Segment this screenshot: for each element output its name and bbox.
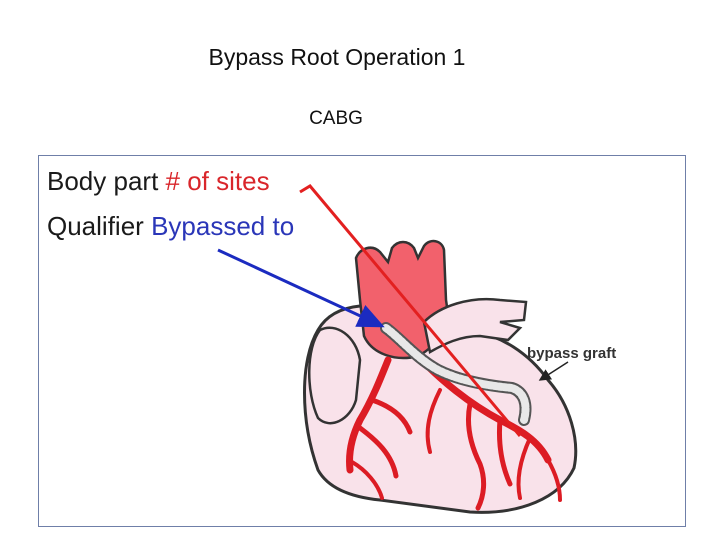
graft-label: bypass graft	[527, 345, 616, 362]
body-part-line: Body part # of sites	[47, 168, 270, 194]
right-atrium	[308, 326, 362, 425]
graft-pointer	[538, 361, 569, 381]
body-part-label: Body part	[47, 166, 159, 196]
qualifier-label: Qualifier	[47, 211, 144, 241]
bypassed-to-label: Bypassed to	[151, 211, 295, 241]
bypass-graft-inner	[382, 324, 530, 424]
red-line	[299, 184, 522, 437]
slide-subtitle: CABG	[309, 108, 363, 129]
qualifier-line: Qualifier Bypassed to	[47, 213, 294, 239]
pulmonary-artery	[422, 297, 528, 354]
blue-arrow	[217, 248, 385, 328]
slide-title: Bypass Root Operation 1	[208, 44, 466, 70]
sites-label: # of sites	[165, 166, 270, 196]
